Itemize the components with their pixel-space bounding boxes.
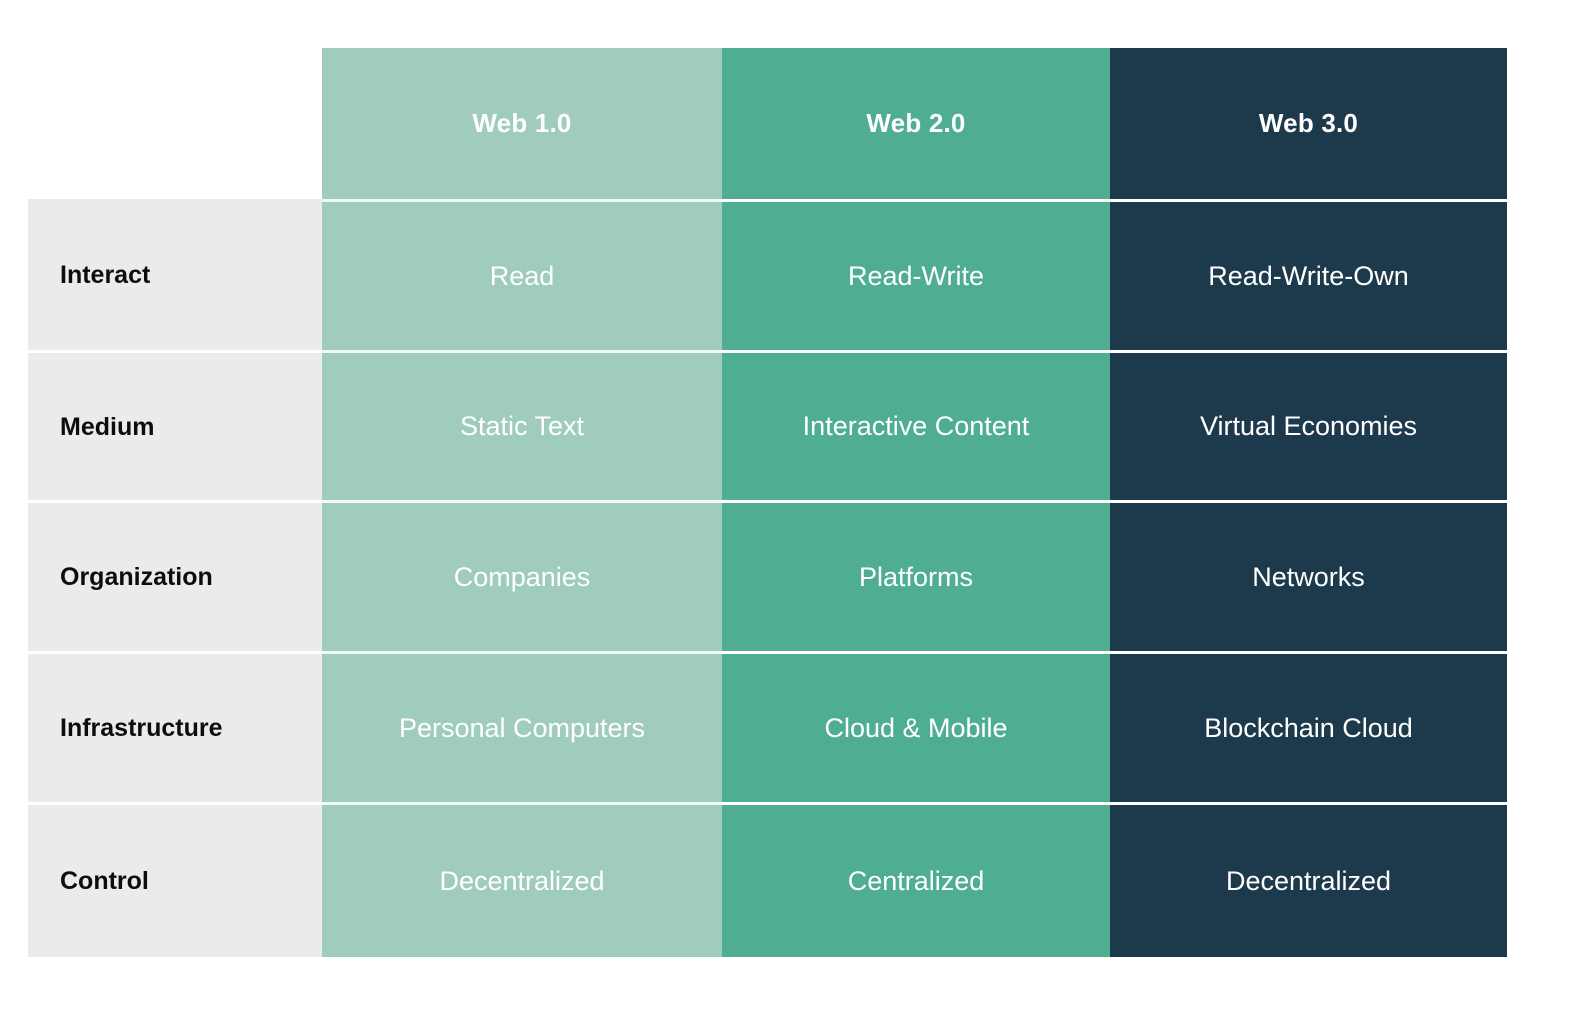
cell-interact-web-2-0: Read-Write xyxy=(722,199,1110,350)
cell-infrastructure-web-1-0: Personal Computers xyxy=(322,651,722,802)
cell-medium-web-2-0: Interactive Content xyxy=(722,350,1110,500)
table-corner-cell xyxy=(28,48,322,199)
web-evolution-comparison-table: Web 1.0 Web 2.0 Web 3.0 Interact Read Re… xyxy=(28,48,1507,957)
row-label-medium: Medium xyxy=(28,350,322,500)
cell-infrastructure-web-3-0: Blockchain Cloud xyxy=(1110,651,1507,802)
column-header-web-3-0: Web 3.0 xyxy=(1110,48,1507,199)
cell-control-web-2-0: Centralized xyxy=(722,802,1110,957)
cell-control-web-3-0: Decentralized xyxy=(1110,802,1507,957)
column-header-web-2-0: Web 2.0 xyxy=(722,48,1110,199)
cell-infrastructure-web-2-0: Cloud & Mobile xyxy=(722,651,1110,802)
cell-interact-web-1-0: Read xyxy=(322,199,722,350)
row-label-interact: Interact xyxy=(28,199,322,350)
row-label-control: Control xyxy=(28,802,322,957)
row-label-organization: Organization xyxy=(28,500,322,651)
cell-interact-web-3-0: Read-Write-Own xyxy=(1110,199,1507,350)
cell-organization-web-1-0: Companies xyxy=(322,500,722,651)
cell-medium-web-3-0: Virtual Economies xyxy=(1110,350,1507,500)
column-header-web-1-0: Web 1.0 xyxy=(322,48,722,199)
cell-medium-web-1-0: Static Text xyxy=(322,350,722,500)
cell-organization-web-2-0: Platforms xyxy=(722,500,1110,651)
cell-organization-web-3-0: Networks xyxy=(1110,500,1507,651)
cell-control-web-1-0: Decentralized xyxy=(322,802,722,957)
row-label-infrastructure: Infrastructure xyxy=(28,651,322,802)
